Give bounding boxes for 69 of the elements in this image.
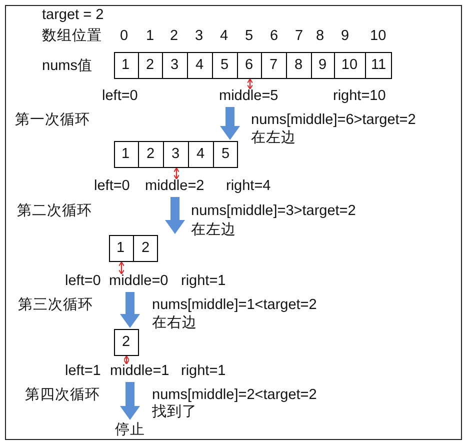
array-cell: 3 xyxy=(164,142,188,167)
label-text: left=0 xyxy=(102,87,138,105)
label-text: 第三次循环 xyxy=(18,296,93,314)
index-number: 5 xyxy=(245,27,254,45)
variable-text: middle=0 xyxy=(109,272,168,290)
array-cell: 11 xyxy=(366,53,392,78)
index-number: 6 xyxy=(270,27,278,45)
double-arrow xyxy=(124,356,130,364)
index-number: 2 xyxy=(170,27,178,45)
double-arrow xyxy=(118,262,124,274)
index-number: 9 xyxy=(341,27,350,45)
array-cell: 1 xyxy=(114,142,138,167)
array xyxy=(114,141,238,168)
array-cell: 2 xyxy=(138,53,162,78)
variable-text: target = 2 xyxy=(42,6,104,24)
label-text: nums[middle]=6>target=2 xyxy=(251,111,416,129)
label-text: nums[middle]=1<target=2 xyxy=(152,296,317,314)
label-text: left=0 xyxy=(65,272,101,290)
index-number: 3 xyxy=(195,27,204,45)
array-cell: 7 xyxy=(262,53,286,78)
label-text: nums[middle]=2<target=2 xyxy=(152,386,317,404)
index-number: 4 xyxy=(220,27,228,45)
arrow xyxy=(165,197,185,234)
label-text: right=4 xyxy=(226,177,271,195)
array-cell: 8 xyxy=(286,53,312,78)
index-number: 1 xyxy=(146,27,154,45)
array-cell: 5 xyxy=(212,53,238,78)
array-cell: 10 xyxy=(334,53,366,78)
arrow xyxy=(120,382,140,420)
label-text: right=1 xyxy=(181,272,226,290)
variable-text: middle=1 xyxy=(110,362,170,380)
label-text: 在左边 xyxy=(191,221,236,239)
index-number: 10 xyxy=(370,27,386,45)
label-text: right=1 xyxy=(181,362,226,380)
variable-text: middle=2 xyxy=(145,177,204,195)
stop-text: 停止 xyxy=(115,421,145,439)
array-cell: 9 xyxy=(312,53,334,78)
double-arrow xyxy=(174,168,180,180)
index-number: 8 xyxy=(316,27,324,45)
variable-text: middle=5 xyxy=(219,87,278,105)
array-cell: 2 xyxy=(134,236,158,261)
array-cell: 3 xyxy=(162,53,188,78)
array-cell: 2 xyxy=(138,142,164,167)
array-cell: 5 xyxy=(214,142,238,167)
array-cell: 1 xyxy=(114,53,138,78)
array-cell: 4 xyxy=(188,142,214,167)
label-text: 第二次循环 xyxy=(17,202,92,220)
array-cell: 4 xyxy=(188,53,212,78)
label-text: 第四次循环 xyxy=(25,386,100,404)
label-text: 在右边 xyxy=(152,314,197,332)
index-number: 0 xyxy=(120,27,128,45)
array xyxy=(114,52,392,79)
label-text: left=1 xyxy=(65,362,101,380)
label-text: right=10 xyxy=(333,87,386,105)
array-cell: 2 xyxy=(114,330,138,355)
double-arrow xyxy=(247,78,253,90)
label-text: left=0 xyxy=(94,177,130,195)
arrow xyxy=(220,107,240,140)
arrow xyxy=(120,292,140,328)
array xyxy=(109,235,158,262)
label-text: nums[middle]=3>target=2 xyxy=(191,202,356,220)
row-label: nums值 xyxy=(42,57,92,75)
index-number: 7 xyxy=(295,27,304,45)
array-cell: 6 xyxy=(238,53,262,78)
label-text: 找到了 xyxy=(152,403,197,421)
row-label: 数组位置 xyxy=(42,27,102,45)
array-cell: 1 xyxy=(108,236,134,261)
label-text: 在左边 xyxy=(251,129,296,147)
label-text: 第一次循环 xyxy=(15,111,90,129)
